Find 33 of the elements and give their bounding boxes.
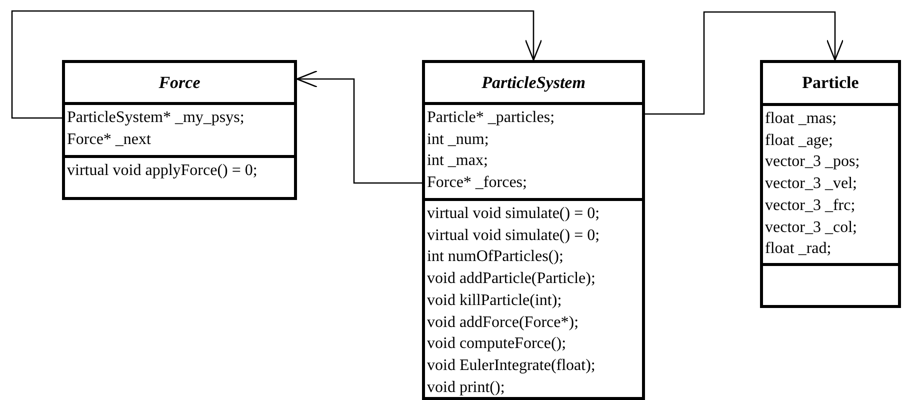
member-text: void print(); (427, 378, 505, 398)
member-text: vector_3 _col; (765, 218, 857, 238)
association-arrow (645, 11, 844, 115)
member-text: float _mas; (765, 109, 837, 129)
member-text: int _num; (427, 130, 489, 150)
member-text: Particle* _particles; (427, 108, 555, 128)
member-text: void EulerIntegrate(float); (427, 356, 596, 376)
member-text: vector_3 _frc; (765, 196, 856, 216)
member-text: virtual void simulate() = 0; (427, 226, 600, 246)
member-text: int _max; (427, 151, 488, 172)
member-text: float _rad; (765, 239, 832, 260)
class-box (62, 60, 297, 200)
member-text: virtual void applyForce() = 0; (67, 161, 258, 181)
association-arrow (11, 10, 542, 119)
member-text: void computeForce(); (427, 334, 566, 354)
class-name: ParticleSystem (482, 72, 586, 94)
method-compartment (425, 198, 642, 397)
member-text: virtual void simulate() = 0; (427, 204, 600, 224)
association-arrow (296, 70, 422, 184)
member-text: vector_3 _pos; (765, 152, 860, 172)
member-text: Force* _next (67, 130, 151, 150)
member-text: int numOfParticles(); (427, 247, 564, 268)
class-box (422, 60, 645, 400)
class-box (760, 60, 901, 308)
member-text: void killParticle(int); (427, 290, 562, 311)
member-text: vector_3 _vel; (765, 174, 857, 194)
member-text: ParticleSystem* _my_psys; (67, 108, 244, 128)
member-text: void addForce(Force*); (427, 312, 579, 333)
member-text: void addParticle(Particle); (427, 269, 596, 290)
class-name: Force (158, 72, 200, 94)
member-text: float _age; (765, 130, 833, 151)
member-text: Force* _forces; (427, 173, 527, 194)
class-name: Particle (802, 72, 859, 94)
